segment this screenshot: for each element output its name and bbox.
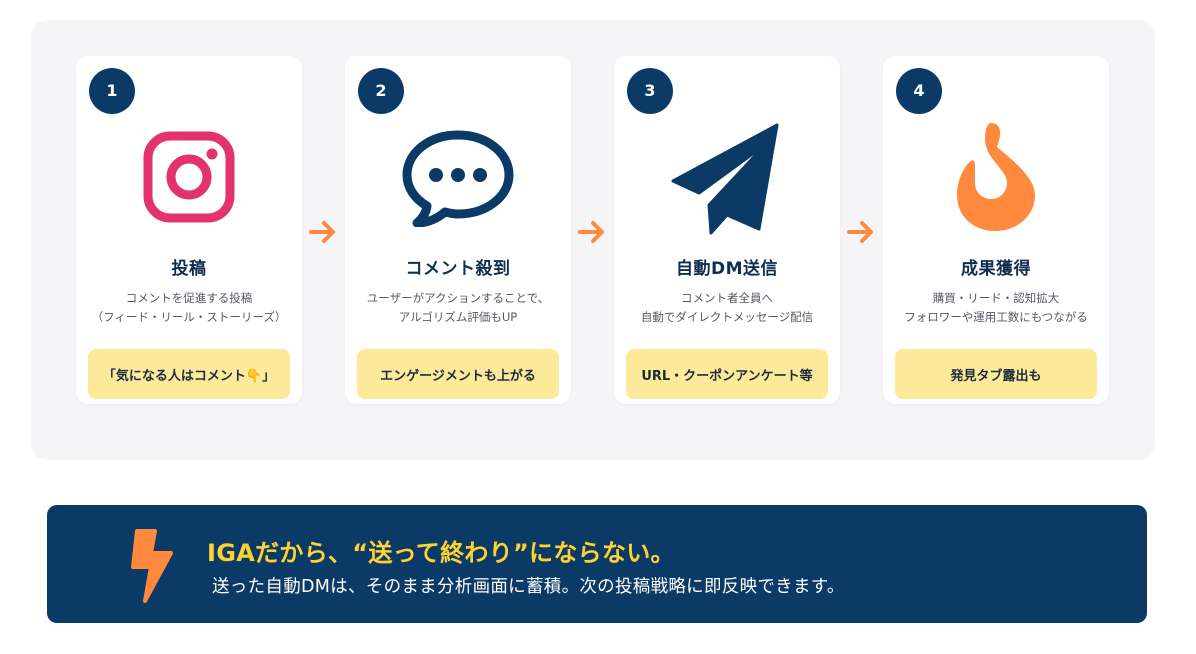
instagram-icon	[143, 131, 235, 223]
step-description-line: フォロワーや運用工数にもつながる	[904, 310, 1088, 324]
feature-banner: IGAだから、“送って終わり”にならない。 送った自動DMは、そのまま分析画面に…	[47, 505, 1147, 623]
step-card-comments: 2 コメント殺到 ユーザーがアクションすることで、 アルゴリズム評価もUP エン…	[345, 56, 571, 404]
step-description: コメント者全員へ 自動でダイレクトメッセージ配信	[618, 289, 836, 327]
arrow-right-icon	[844, 217, 878, 247]
speech-bubble-icon	[402, 130, 514, 227]
step-title: 投稿	[171, 259, 207, 279]
step-card-post: 1 投稿 コメントを促進する投稿 （フィード・リール・ストーリーズ） 「気になる…	[76, 56, 302, 404]
step-description-line: 自動でダイレクトメッセージ配信	[640, 310, 814, 324]
step-tag: エンゲージメントも上がる	[357, 349, 559, 399]
step-number-badge: 3	[627, 68, 673, 114]
step-tag: URL・クーポンアンケート等	[626, 349, 828, 399]
step-description-line: アルゴリズム評価もUP	[398, 310, 518, 324]
paper-plane-icon	[671, 123, 779, 235]
step-tag: 発見タブ露出も	[895, 349, 1097, 399]
step-number-badge: 4	[896, 68, 942, 114]
step-description-line: ユーザーがアクションすることで、	[366, 291, 550, 305]
lightning-icon	[131, 529, 173, 603]
banner-title: IGAだから、“送って終わり”にならない。	[207, 539, 675, 567]
step-description: 購買・リード・認知拡大 フォロワーや運用工数にもつながる	[887, 289, 1105, 327]
banner-subtitle: 送った自動DMは、そのまま分析画面に蓄積。次の投稿戦略に即反映できます。	[212, 577, 845, 597]
step-card-auto-dm: 3 自動DM送信 コメント者全員へ 自動でダイレクトメッセージ配信 URL・クー…	[614, 56, 840, 404]
step-title: 成果獲得	[961, 259, 1031, 279]
step-title: コメント殺到	[405, 259, 511, 279]
step-description: ユーザーがアクションすることで、 アルゴリズム評価もUP	[349, 289, 567, 327]
step-title: 自動DM送信	[675, 259, 779, 279]
step-number-badge: 2	[358, 68, 404, 114]
flame-icon	[957, 123, 1035, 231]
arrow-right-icon	[306, 217, 340, 247]
step-description-line: コメントを促進する投稿	[125, 291, 253, 305]
step-description-line: （フィード・リール・ストーリーズ）	[91, 310, 287, 324]
step-card-results: 4 成果獲得 購買・リード・認知拡大 フォロワーや運用工数にもつながる 発見タブ…	[883, 56, 1109, 404]
step-tag: 「気になる人はコメント👇」	[88, 349, 290, 399]
step-description: コメントを促進する投稿 （フィード・リール・ストーリーズ）	[80, 289, 298, 327]
arrow-right-icon	[575, 217, 609, 247]
step-description-line: コメント者全員へ	[681, 291, 773, 305]
step-number-badge: 1	[89, 68, 135, 114]
step-description-line: 購買・リード・認知拡大	[932, 291, 1060, 305]
